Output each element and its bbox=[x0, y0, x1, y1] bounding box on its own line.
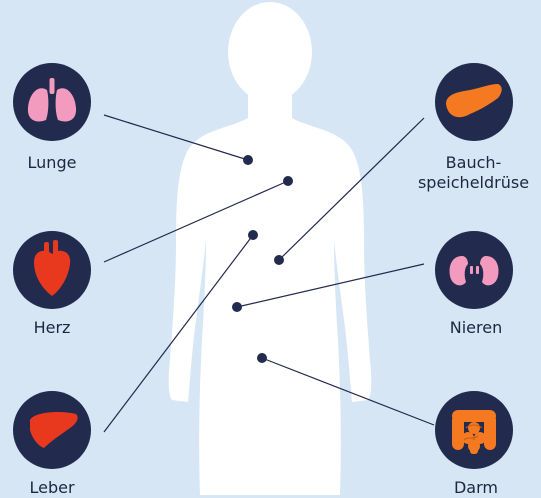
pancreas-icon bbox=[435, 63, 513, 141]
label-lunge: Lunge bbox=[2, 153, 102, 173]
dot-darm bbox=[257, 353, 267, 363]
intestines-icon bbox=[435, 391, 513, 469]
lungs-icon bbox=[13, 63, 91, 141]
label-nieren: Nieren bbox=[418, 318, 534, 338]
liver-icon bbox=[13, 391, 91, 469]
label-bauchspeicheldruese: Bauch- speicheldrüse bbox=[406, 153, 541, 193]
dot-bauch bbox=[274, 255, 284, 265]
kidneys-icon bbox=[435, 231, 513, 309]
label-bauch-line1: Bauch- bbox=[406, 153, 541, 173]
dot-lunge bbox=[243, 155, 253, 165]
label-leber: Leber bbox=[2, 478, 102, 498]
body-silhouette bbox=[169, 2, 372, 495]
heart-icon bbox=[13, 231, 91, 309]
label-bauch-line2: speicheldrüse bbox=[406, 173, 541, 193]
dot-leber bbox=[248, 230, 258, 240]
label-darm: Darm bbox=[418, 478, 534, 498]
dot-nieren bbox=[232, 302, 242, 312]
dot-herz bbox=[283, 176, 293, 186]
label-herz: Herz bbox=[2, 318, 102, 338]
head-shape bbox=[228, 2, 312, 102]
